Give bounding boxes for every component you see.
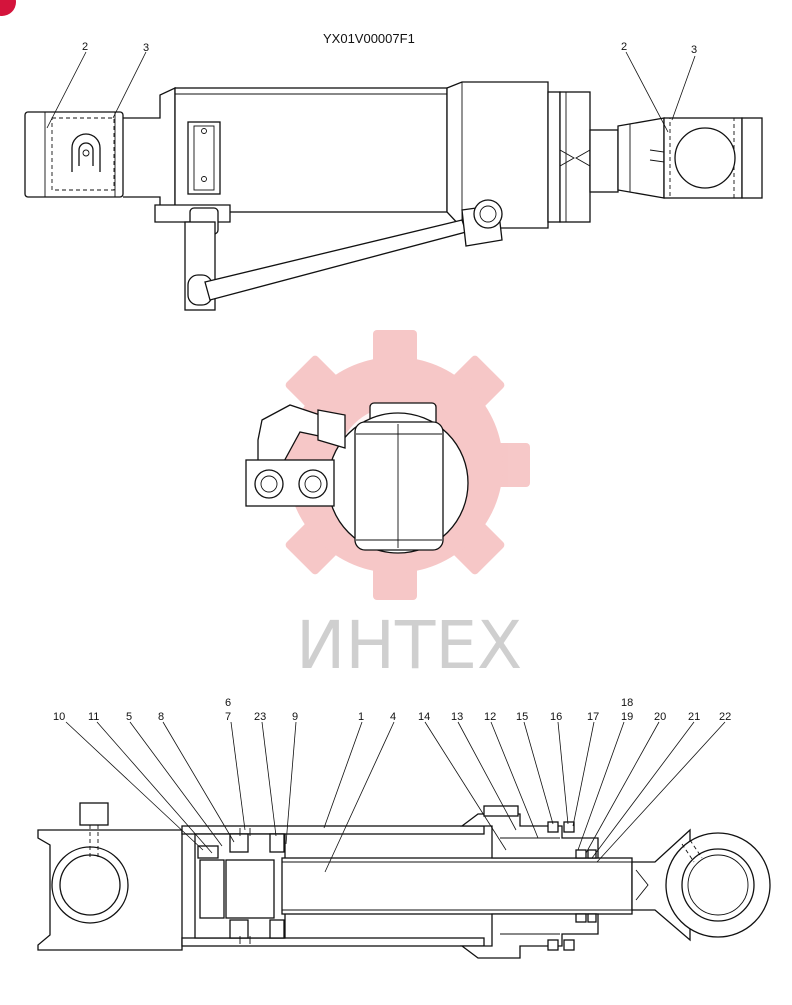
callout-20: 20 [654,711,666,723]
callout-5: 5 [126,711,132,723]
callout-8: 8 [158,711,164,723]
callout-3-left: 3 [143,42,149,54]
corner-badge-icon [0,0,16,16]
callout-7: 7 [225,711,231,723]
callout-1: 1 [358,711,364,723]
section-view [37,802,771,959]
callout-23: 23 [254,711,266,723]
callout-9: 9 [292,711,298,723]
callout-10: 10 [53,711,65,723]
callout-2-left: 2 [82,41,88,53]
section-view-leaders [65,721,726,873]
callout-21: 21 [688,711,700,723]
callout-14: 14 [418,711,430,723]
callout-12: 12 [484,711,496,723]
callout-19: 19 [621,711,633,723]
top-view [24,81,763,311]
callout-16: 16 [550,711,562,723]
top-view-leaders [46,51,696,133]
callout-15: 15 [516,711,528,723]
drawing-code: YX01V00007F1 [323,31,415,46]
watermark-text: ИНТЕХ [296,607,522,684]
callout-11: 11 [88,711,99,723]
callout-17: 17 [587,711,599,723]
callout-13: 13 [451,711,463,723]
callout-22: 22 [719,711,731,723]
callout-4: 4 [390,711,396,723]
callout-6: 6 [225,697,231,709]
callout-18: 18 [621,697,633,709]
callout-2-right: 2 [621,41,627,53]
callout-3-right: 3 [691,44,697,56]
end-view [245,402,469,554]
